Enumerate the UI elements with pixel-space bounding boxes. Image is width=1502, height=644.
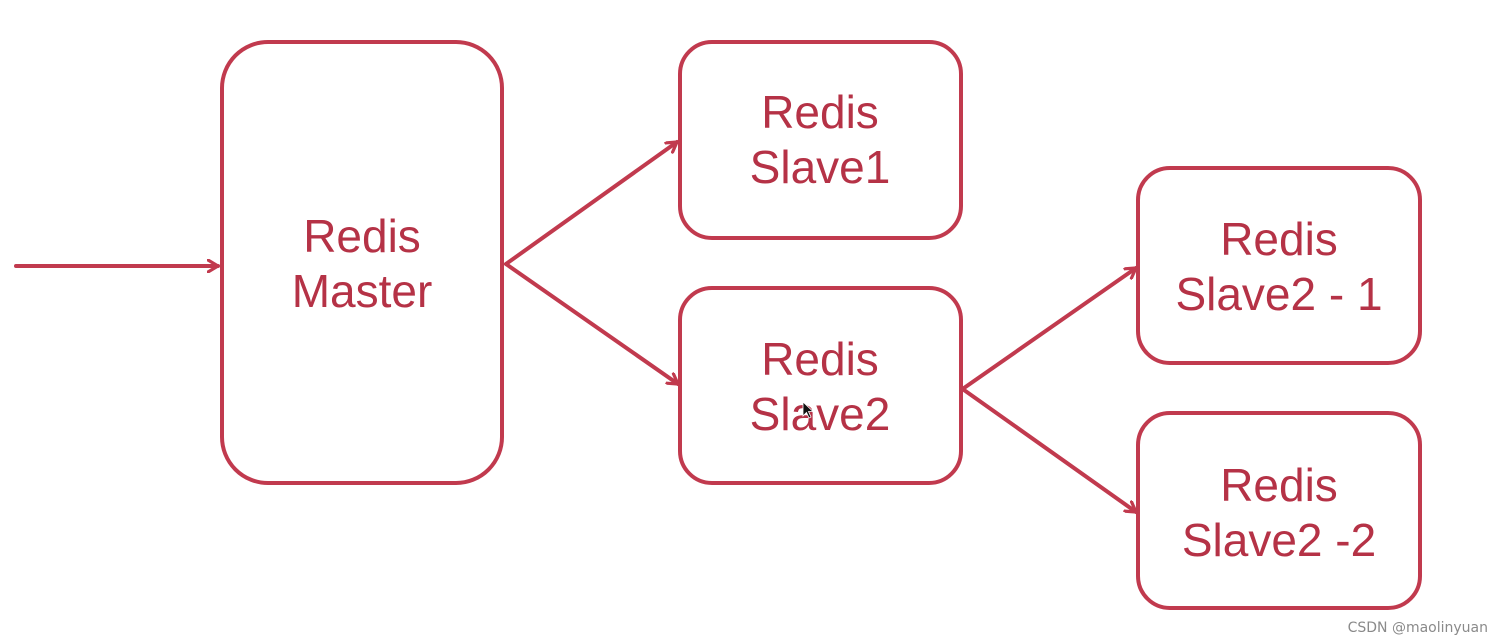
node-redis-slave2-2: Redis Slave2 -2 bbox=[1136, 411, 1422, 610]
node-box bbox=[1136, 411, 1422, 610]
node-box bbox=[1136, 166, 1422, 365]
node-label-line1: Redis bbox=[303, 210, 421, 262]
node-label-line1: Redis bbox=[1220, 213, 1338, 265]
node-label-line2: Slave2 bbox=[750, 388, 891, 440]
mouse-cursor-icon bbox=[802, 401, 815, 419]
node-label-line1: Redis bbox=[761, 86, 879, 138]
edge-slave2-to-slave2-1 bbox=[962, 266, 1138, 390]
watermark: CSDN @maolinyuan bbox=[1347, 620, 1488, 636]
node-box bbox=[678, 286, 963, 485]
node-box bbox=[678, 40, 963, 240]
node-redis-slave2-1: Redis Slave2 - 1 bbox=[1136, 166, 1422, 365]
node-label-line1: Redis bbox=[761, 333, 879, 385]
node-redis-slave2: Redis Slave2 bbox=[678, 286, 963, 485]
node-label-line2: Slave1 bbox=[750, 141, 891, 193]
node-label-line2: Slave2 - 1 bbox=[1175, 268, 1382, 320]
edges bbox=[14, 140, 1138, 514]
node-label-line2: Master bbox=[292, 265, 433, 317]
edge-slave2-to-slave2-2 bbox=[962, 388, 1138, 514]
node-box bbox=[220, 40, 504, 485]
edge-master-to-slave2 bbox=[504, 262, 680, 386]
node-label-line1: Redis bbox=[1220, 459, 1338, 511]
node-redis-master: Redis Master bbox=[220, 40, 504, 485]
node-redis-slave1: Redis Slave1 bbox=[678, 40, 963, 240]
edge-master-to-slave1 bbox=[504, 140, 679, 266]
node-label-line2: Slave2 -2 bbox=[1182, 514, 1376, 566]
